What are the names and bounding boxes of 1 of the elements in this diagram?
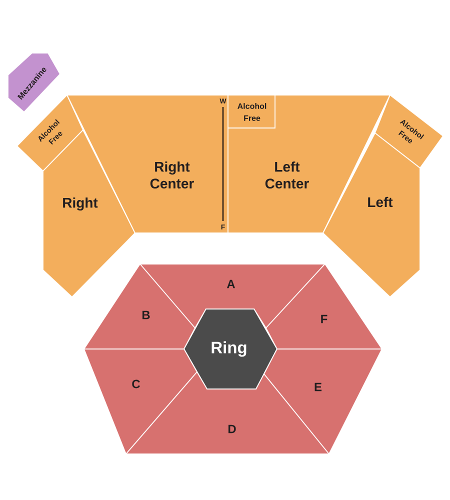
seating-section: Alcohol Free [228, 94, 276, 128]
